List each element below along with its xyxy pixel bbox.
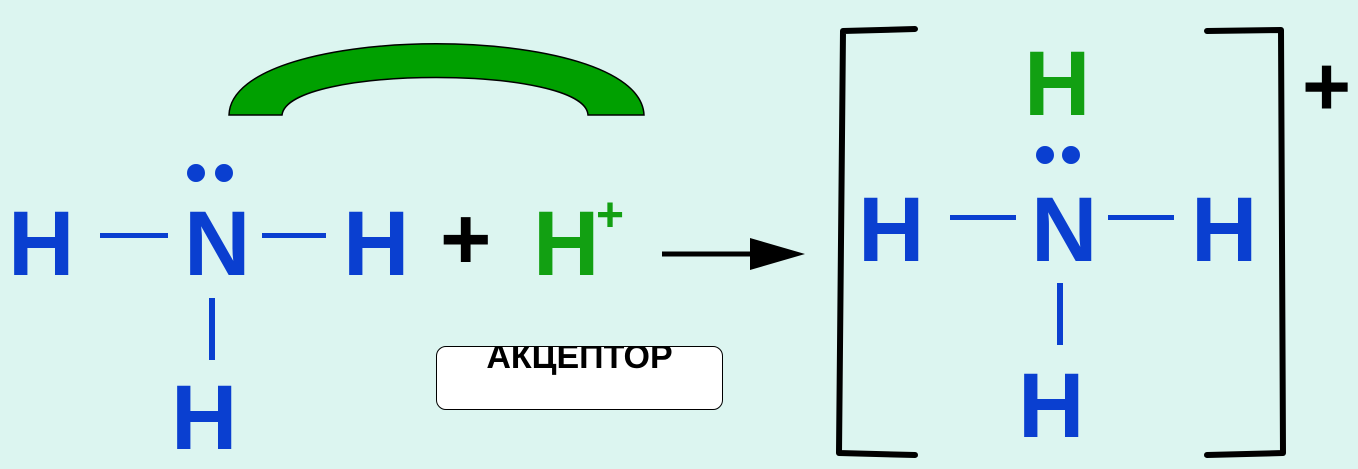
product-charge: + — [1302, 39, 1352, 133]
right-bracket — [1204, 27, 1286, 458]
product-bond-bottom — [1057, 283, 1063, 345]
reactant-lone-pair-dot-2 — [215, 164, 233, 182]
product-lone-pair-dot-1 — [1036, 146, 1054, 164]
reactant-h-left: H — [8, 193, 75, 295]
reactant-lone-pair-dot-1 — [187, 164, 205, 182]
reactant-h-right: H — [343, 193, 410, 295]
reactant-bond-right — [262, 233, 326, 238]
product-lone-pair-dot-2 — [1062, 146, 1080, 164]
plus-operator: + — [440, 189, 492, 288]
product-n: N — [1031, 179, 1098, 281]
reaction-diagram: H N H H + H + АКЦЕПТОР H H N H H + — [8, 26, 1352, 464]
proton-charge: + — [596, 189, 625, 242]
electron-pair-arc — [228, 43, 645, 116]
proton-h: H — [533, 193, 600, 295]
product-h-bottom: H — [1018, 355, 1085, 457]
reaction-arrow-head — [750, 238, 805, 270]
product-h-left: H — [858, 179, 925, 281]
left-bracket — [836, 26, 918, 458]
diagram-shapes — [228, 26, 1286, 458]
product-h-top: H — [1024, 33, 1091, 135]
reactant-bond-bottom — [209, 298, 215, 360]
product-bond-right — [1108, 215, 1174, 220]
acceptor-label-box: АКЦЕПТОР — [436, 346, 723, 410]
reactant-bond-left — [100, 233, 168, 238]
product-h-right: H — [1191, 179, 1258, 281]
acceptor-label: АКЦЕПТОР — [486, 346, 673, 376]
reactant-h-bottom: H — [171, 367, 238, 469]
reactant-n: N — [184, 193, 251, 295]
product-bond-left — [950, 215, 1016, 220]
